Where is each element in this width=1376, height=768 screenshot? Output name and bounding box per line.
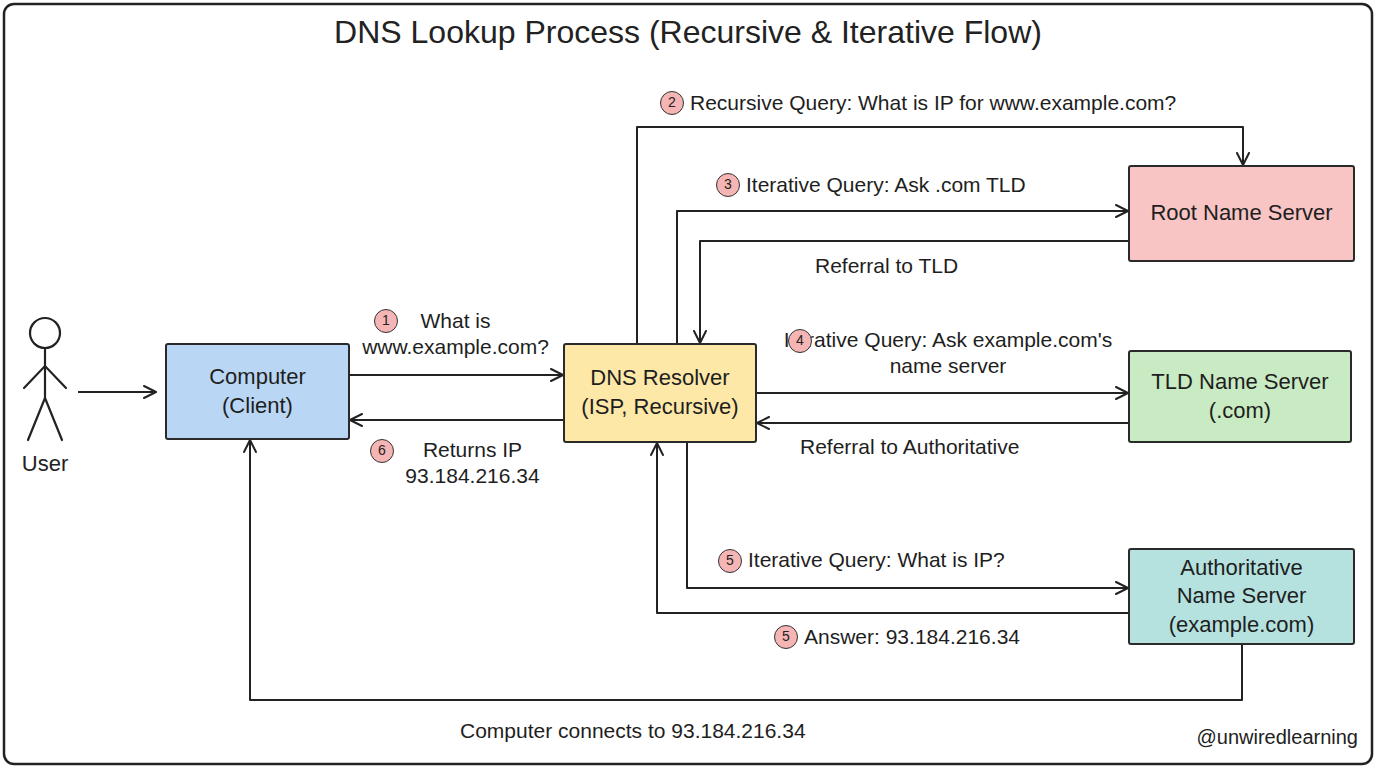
node-text: TLD Name Server (.com) (1143, 368, 1338, 425)
callout-number: 3 (716, 173, 740, 197)
diagram-title: DNS Lookup Process (Recursive & Iterativ… (0, 14, 1376, 51)
query-arrow (757, 392, 1128, 394)
query-arrow (757, 422, 1128, 424)
watermark: @unwiredlearning (1196, 726, 1358, 749)
edge-label: Referral to TLD (815, 253, 958, 279)
edge-group (250, 127, 1243, 700)
query-arrow (687, 443, 1128, 588)
node-text: Authoritative Name Server (example.com) (1164, 554, 1319, 640)
query-arrow (350, 419, 563, 421)
actor-label: User (22, 451, 68, 477)
edge-label: Recursive Query: What is IP for www.exam… (690, 90, 1176, 116)
page-frame (4, 4, 1372, 764)
callout-number: 2 (660, 91, 684, 115)
callout-number: 4 (788, 329, 812, 353)
root-server-box: Root Name Server (1128, 165, 1355, 262)
figure-arms (24, 366, 66, 388)
tld-server-box: TLD Name Server (.com) (1128, 350, 1352, 443)
node-text: DNS Resolver (ISP, Recursive) (569, 364, 751, 421)
callout-number: 6 (370, 439, 394, 463)
figure-legs (28, 398, 62, 440)
edge-label: Answer: 93.184.216.34 (804, 624, 1020, 650)
node-text: Root Name Server (1150, 199, 1332, 228)
node-text: Computer (Client) (190, 363, 325, 420)
edge-label: Computer connects to 93.184.216.34 (460, 718, 806, 744)
callout-number: 5 (774, 625, 798, 649)
edge-label: Iterative Query: Ask example.com's name … (783, 327, 1113, 380)
callout-number: 1 (374, 309, 398, 333)
query-arrow (700, 241, 1128, 343)
edge-label: Iterative Query: What is IP? (748, 547, 1005, 573)
client-box: Computer (Client) (165, 343, 350, 440)
query-arrow (250, 440, 1242, 700)
user-arrow (78, 391, 156, 393)
edge-label: Iterative Query: Ask .com TLD (746, 172, 1026, 198)
resolver-box: DNS Resolver (ISP, Recursive) (563, 343, 757, 443)
user-figure (24, 318, 66, 440)
edge-label: Returns IP 93.184.216.34 (390, 437, 555, 490)
query-arrow (657, 443, 1128, 613)
figure-head (30, 318, 60, 348)
authoritative-server-box: Authoritative Name Server (example.com) (1128, 548, 1355, 645)
figure-body (44, 348, 46, 398)
query-arrow (677, 211, 1128, 343)
callout-number: 5 (718, 549, 742, 573)
query-arrow (350, 374, 563, 376)
edge-label: Referral to Authoritative (800, 434, 1019, 460)
